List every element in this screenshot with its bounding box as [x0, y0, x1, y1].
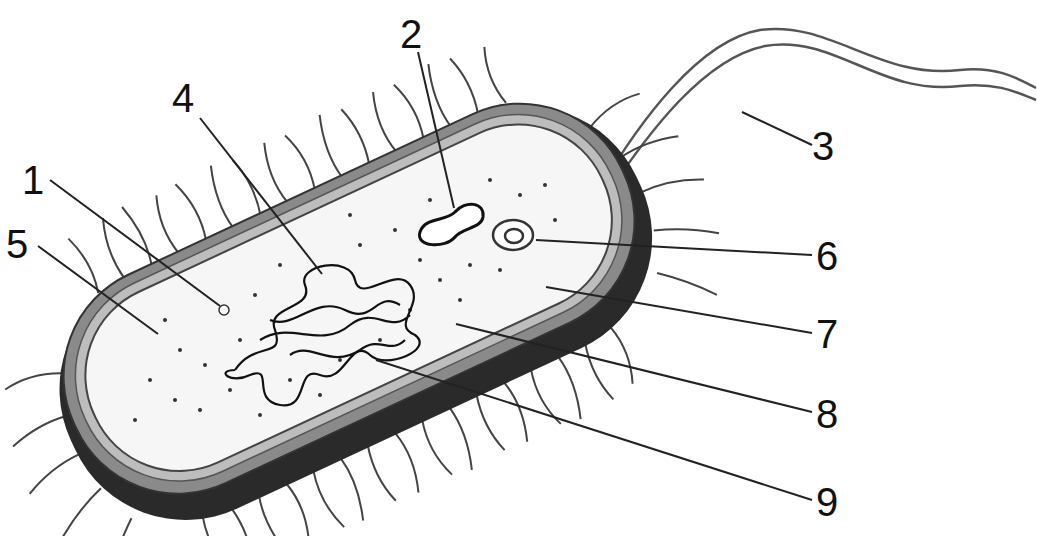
leader-lines — [38, 52, 812, 500]
callout-number: 6 — [816, 236, 838, 276]
cell-membrane — [42, 81, 656, 515]
callout-number: 7 — [816, 314, 838, 354]
ribosomes — [133, 178, 557, 422]
callout-number: 5 — [6, 224, 28, 264]
callout-number: 9 — [816, 482, 838, 522]
nucleoid — [226, 265, 420, 405]
granule — [493, 220, 533, 250]
callout-number: 2 — [400, 14, 422, 54]
callout-number: 8 — [816, 394, 838, 434]
plasmid — [419, 204, 483, 245]
flagellum — [598, 29, 1036, 196]
callout-number: 1 — [22, 160, 44, 200]
callout-number: 3 — [812, 126, 834, 166]
cytoplasm — [55, 94, 642, 501]
cell-wall — [27, 67, 672, 531]
capsule — [19, 66, 692, 536]
inclusion — [219, 305, 229, 315]
callout-number: 4 — [172, 78, 194, 118]
pili — [0, 0, 774, 536]
